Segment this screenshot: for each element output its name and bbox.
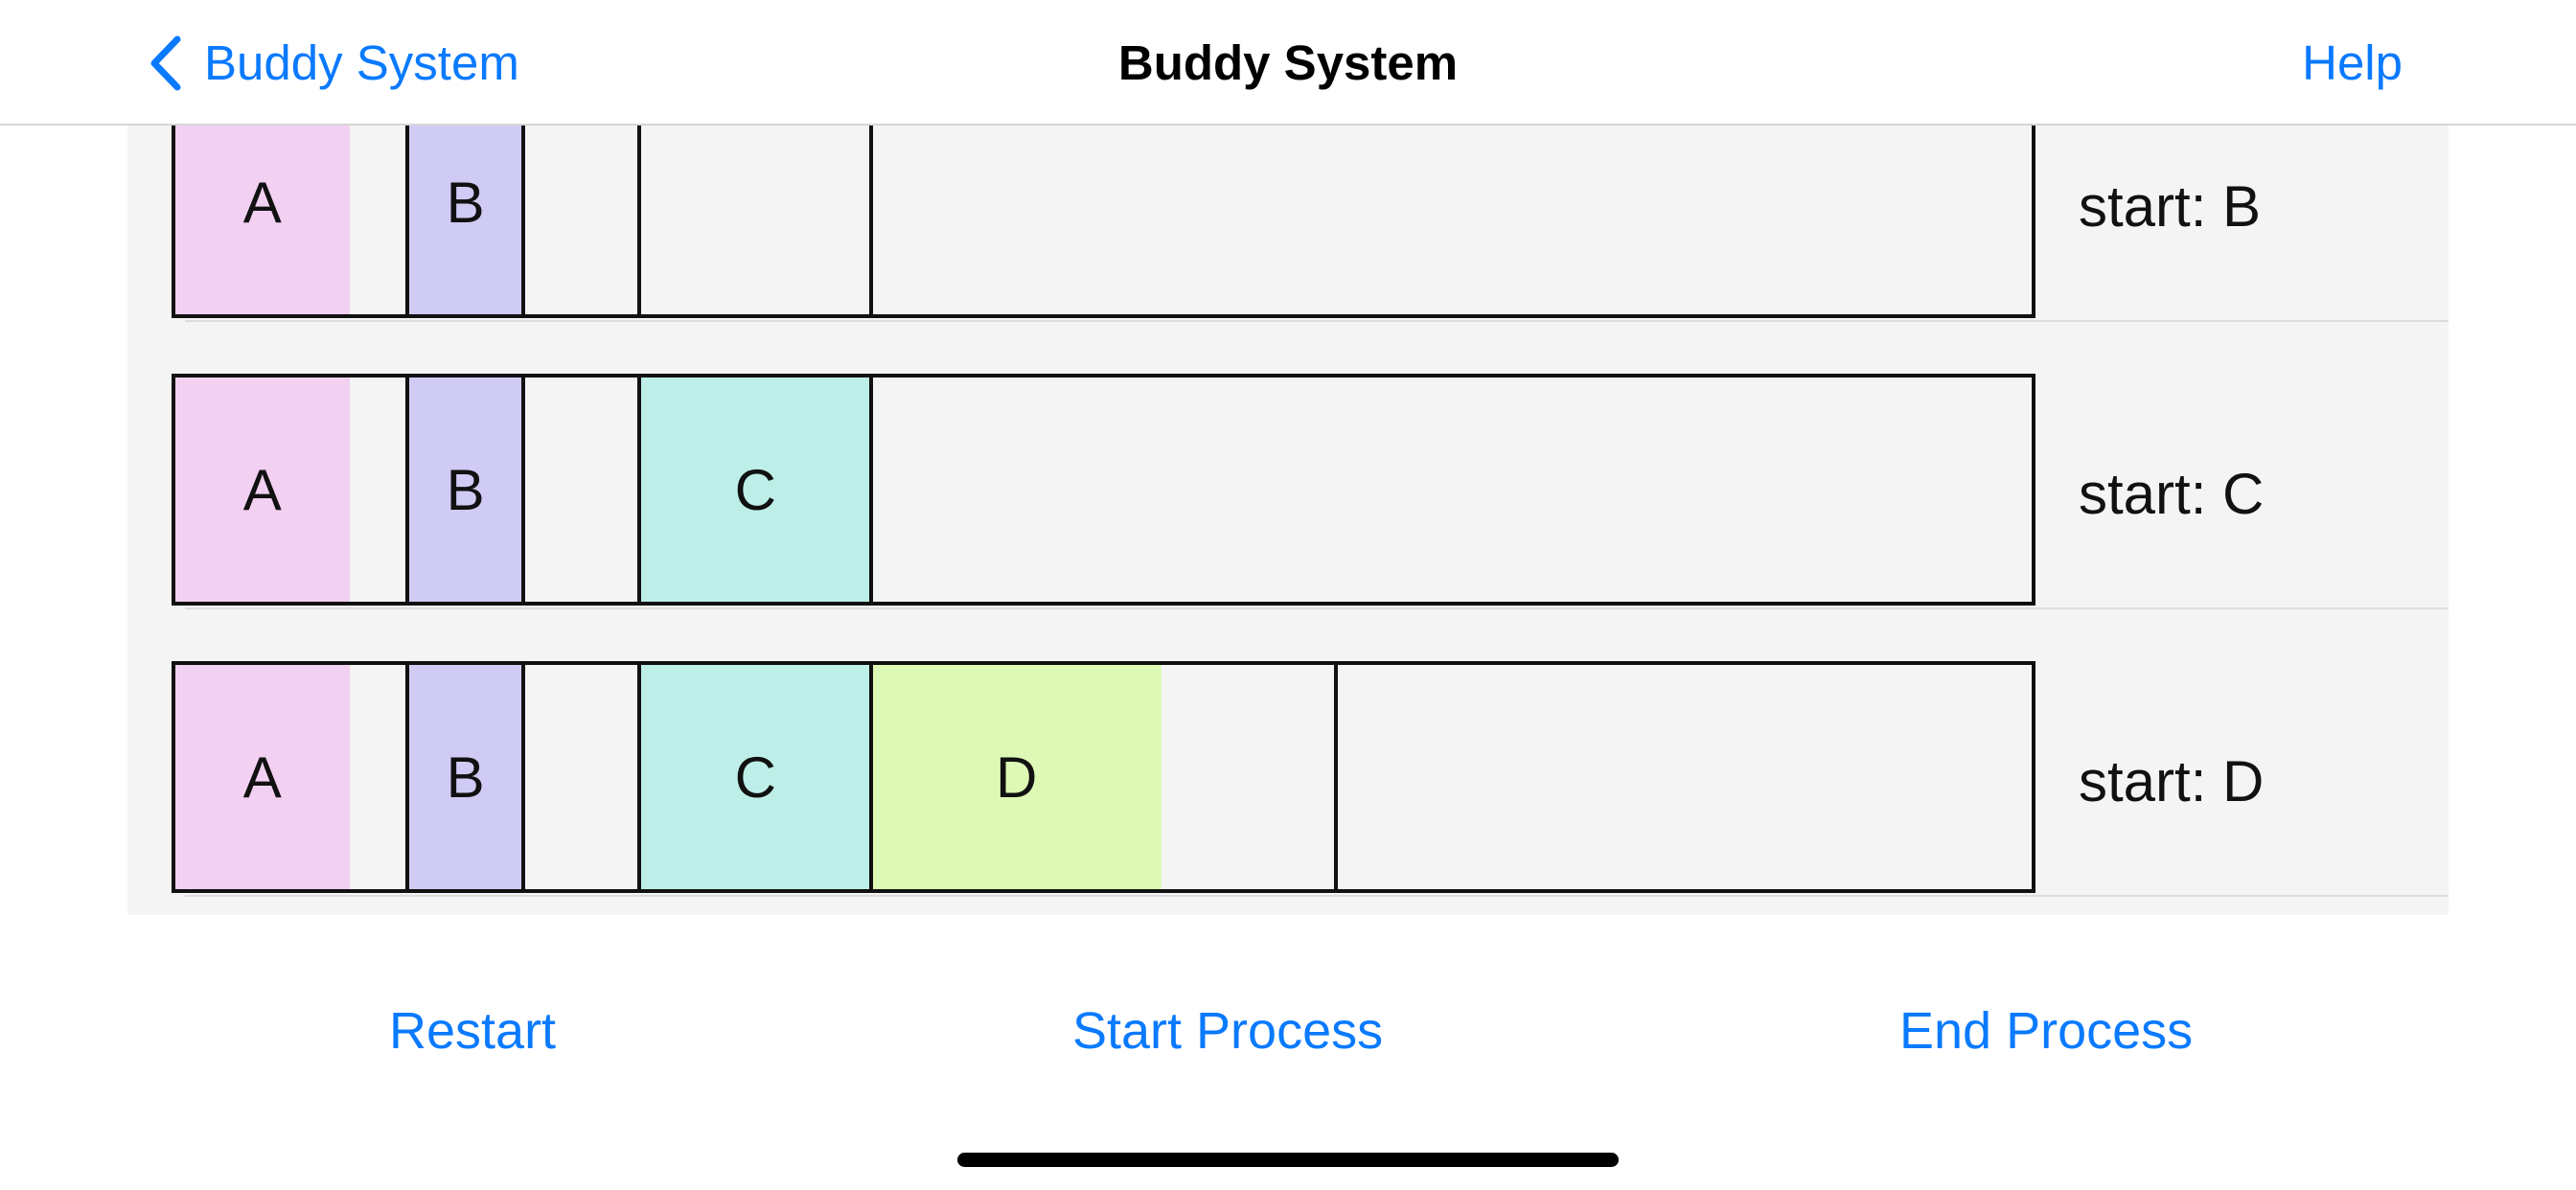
start-process-button[interactable]: Start Process (1072, 1002, 1384, 1060)
process-block-a: A (175, 665, 350, 889)
back-button[interactable]: Buddy System (149, 29, 519, 98)
end-process-button[interactable]: End Process (1899, 1002, 2194, 1060)
block-divider (637, 378, 642, 602)
row-separator (185, 607, 2449, 609)
process-block-a: A (175, 126, 350, 314)
block-divider (405, 126, 410, 314)
block-divider (405, 665, 410, 889)
row-separator (185, 895, 2449, 897)
block-divider (869, 126, 874, 314)
process-block-c: C (639, 378, 872, 602)
block-divider (869, 378, 874, 602)
process-block-a: A (175, 378, 350, 602)
block-divider (637, 126, 642, 314)
row-label: start: B (2079, 174, 2262, 239)
back-button-label: Buddy System (204, 35, 519, 90)
block-divider (1333, 665, 1338, 889)
block-divider (869, 665, 874, 889)
block-divider (521, 665, 526, 889)
process-block-d: D (871, 665, 1162, 889)
row-label: start: D (2079, 749, 2265, 813)
page-title: Buddy System (1117, 35, 1459, 90)
process-block-c: C (639, 665, 872, 889)
row-separator (185, 320, 2449, 322)
chevron-left-icon (150, 35, 181, 91)
process-block-b: B (407, 378, 524, 602)
block-divider (521, 126, 526, 314)
block-divider (637, 665, 642, 889)
navigation-bar: Buddy System Buddy System Help (0, 0, 2576, 126)
home-indicator[interactable] (957, 1153, 1619, 1167)
block-divider (521, 378, 526, 602)
help-button[interactable]: Help (2302, 35, 2403, 90)
process-block-b: B (407, 665, 524, 889)
restart-button[interactable]: Restart (389, 1002, 557, 1060)
row-label: start: C (2079, 462, 2265, 526)
block-divider (405, 378, 410, 602)
process-block-b: B (407, 126, 524, 314)
